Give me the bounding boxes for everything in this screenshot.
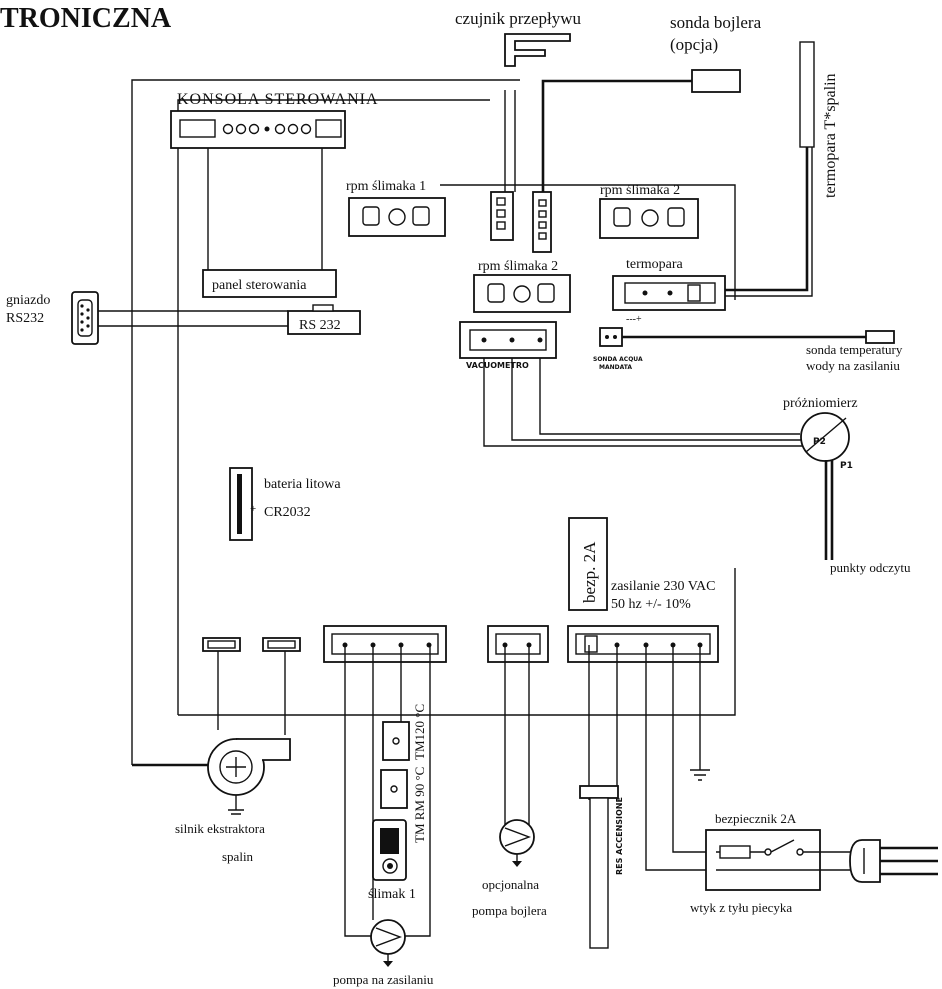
boiler-pump-wires — [504, 645, 530, 830]
power-connector-5pin — [567, 625, 719, 663]
rs232-label: RS 232 — [299, 318, 341, 333]
p2-label: P2 — [813, 437, 826, 447]
boiler-pump-connector — [487, 625, 549, 663]
control-panel-label: panel sterowania — [212, 278, 307, 293]
boiler-probe-connector — [532, 191, 552, 253]
board-fuse-1 — [202, 637, 241, 652]
extractor-fan-icon — [207, 738, 291, 815]
supply-pump-label: pompa na zasilaniu — [333, 972, 434, 987]
extractor-label-1: silnik ekstraktora — [175, 821, 265, 836]
battery-label-2: CR2032 — [264, 505, 311, 520]
water-probe-polarity: ---+ — [626, 314, 642, 325]
rpm2-top-connector — [599, 198, 699, 239]
boiler-probe-label-1: sonda bojlera — [670, 13, 762, 32]
tm120-thermostat-icon — [382, 721, 410, 761]
read-points-wires — [824, 460, 834, 560]
boiler-probe-label-2: (opcja) — [670, 35, 718, 54]
boiler-pump-icon — [499, 819, 535, 867]
board-fuse-2 — [262, 637, 301, 652]
rpm1-label: rpm ślimaka 1 — [346, 179, 426, 194]
boiler-probe-icon — [691, 69, 741, 93]
auger-motor-icon — [372, 819, 407, 881]
flow-sensor-icon — [504, 33, 571, 67]
flue-thermocouple-wire — [725, 147, 809, 292]
ground-icon — [690, 769, 710, 781]
mains-wires — [716, 851, 862, 871]
water-probe-label-2: MANDATA — [599, 364, 632, 371]
read-points-label: punkty odczytu — [830, 560, 911, 575]
thermocouple-connector — [612, 275, 726, 311]
extractor-wires — [217, 651, 286, 735]
supply-pump-icon — [370, 919, 406, 967]
water-temp-label-2: wody na zasilaniu — [806, 358, 900, 373]
vacuometer-wires — [483, 358, 810, 447]
page-title: TRONICZNA — [0, 3, 172, 34]
rpm2-top-label: rpm ślimaka 2 — [600, 183, 680, 198]
fuse-box — [568, 517, 608, 611]
auger-label: ślimak 1 — [368, 887, 416, 902]
frame-wire — [131, 79, 520, 765]
fuse-icon — [719, 845, 751, 859]
battery-label-1: bateria litowa — [264, 477, 341, 492]
p1-label: P1 — [840, 461, 853, 471]
flue-thermocouple-icon — [799, 41, 815, 148]
flow-sensor-wires — [504, 90, 516, 192]
board-outline-right — [440, 184, 736, 300]
vacuometer-label: VACUOMETRO — [466, 361, 529, 370]
tmrm90-label: TM RM 90 °C — [412, 767, 427, 843]
rs232-tab — [312, 304, 334, 312]
plug-label: wtyk z tyłu piecyka — [690, 900, 792, 915]
rs232-socket-icon — [71, 291, 99, 345]
control-panel-box — [202, 269, 337, 298]
mains-plug-icon — [849, 839, 938, 883]
rpm2-mid-connector — [473, 274, 571, 313]
rpm2-mid-label: rpm ślimaka 2 — [478, 259, 558, 274]
tm120-label: TM120 °C — [412, 704, 427, 760]
power-label-2: 50 hz +/- 10% — [611, 597, 691, 612]
water-temp-label-1: sonda temperatury — [806, 342, 903, 357]
water-temp-probe-icon — [865, 330, 895, 344]
socket-label-2: RS232 — [6, 311, 44, 326]
boiler-probe-wire — [541, 79, 692, 192]
rs232-wires — [98, 310, 288, 327]
ignition-resistor-icon — [579, 785, 619, 949]
extractor-label-2: spalin — [222, 849, 254, 864]
console-buttons — [222, 123, 312, 135]
boiler-pump-label-1: opcjonalna — [482, 877, 539, 892]
console-label: KONSOLA STEROWANIA — [177, 91, 379, 108]
battery-icon — [229, 467, 253, 541]
fuse-box-label: bezp. 2A — [580, 541, 599, 603]
console-display-left — [179, 119, 216, 138]
battery-plus: + — [250, 503, 256, 515]
fuse-label: bezpiecznik 2A — [715, 811, 797, 826]
switch-icon — [764, 839, 804, 856]
rpm1-connector — [348, 197, 446, 237]
console-display-right — [315, 119, 342, 138]
pump-connector-4pin — [323, 625, 447, 663]
ignition-resistor-label: RES ACCENSIONE — [615, 797, 624, 875]
socket-label-1: gniazdo — [6, 293, 50, 308]
tmrm90-thermostat-icon — [380, 769, 408, 809]
power-label-1: zasilanie 230 VAC — [611, 579, 715, 594]
flow-sensor-connector — [490, 191, 514, 241]
console-wires — [207, 148, 323, 270]
water-probe-label-1: SONDA ACQUA — [593, 356, 643, 363]
boiler-pump-label-2: pompa bojlera — [472, 903, 547, 918]
vacuum-gauge-label: próżniomierz — [783, 396, 858, 411]
thermocouple-label: termopara — [626, 257, 684, 272]
board-outline-left — [177, 99, 490, 715]
power-wires — [588, 645, 716, 871]
board-outline-bottom — [178, 568, 736, 716]
water-probe-connector — [599, 327, 623, 347]
vacuometer-connector — [459, 321, 557, 359]
fuse-plug-box — [705, 829, 821, 891]
flue-thermocouple-label: termopara T*spalin — [822, 73, 839, 198]
flow-sensor-label: czujnik przepływu — [455, 9, 582, 28]
